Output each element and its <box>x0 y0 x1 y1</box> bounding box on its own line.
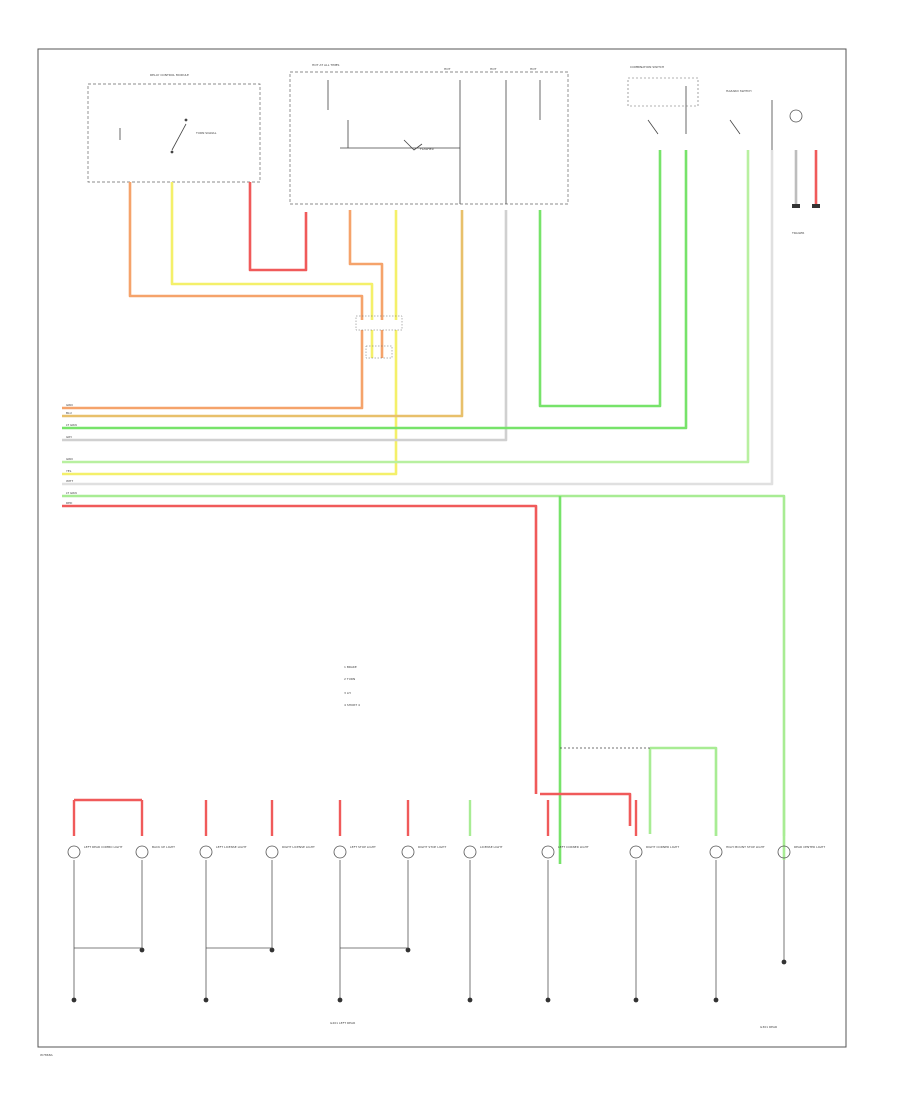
ground-icon <box>545 997 551 1003</box>
bus-label: YEL <box>66 469 72 473</box>
wire-red-1 <box>248 182 308 272</box>
wire-gray-1 <box>62 210 508 442</box>
wire-red-lamp-mid <box>540 792 632 826</box>
ground-icon <box>467 997 473 1003</box>
lamp-bulb-icon <box>541 845 555 859</box>
wire-green-3 <box>62 150 750 464</box>
lamp-column: LICENSE LIGHT <box>463 800 503 1003</box>
lamp-label: RIGHT STOP LIGHT <box>418 845 446 849</box>
svg-text:FLASHER: FLASHER <box>420 147 434 151</box>
lamp-bulb-icon <box>401 845 415 859</box>
fuse-block: HOT AT ALL TIMES FLASHER HOT HOT HOT <box>289 63 569 205</box>
lamp-column: LEFT STOP LIGHT <box>333 800 376 1003</box>
legend-item: 2 TURN <box>344 677 355 681</box>
svg-text:HOT: HOT <box>490 67 497 71</box>
bus-label: LT GRN <box>66 491 77 495</box>
wire-gray-2 <box>62 150 774 486</box>
lamp-column: RIGHT CORNER LIGHT <box>629 800 679 1003</box>
lamp-column: REAR CENTER LIGHT <box>777 800 825 965</box>
combo-switch-label: COMBINATION SWITCH <box>630 65 664 69</box>
wire-green-2 <box>62 150 688 430</box>
wire-yellow-2 <box>62 210 398 476</box>
wire-red-2 <box>62 504 538 794</box>
wire-orange-1 <box>62 182 364 410</box>
svg-text:HOT: HOT <box>530 67 537 71</box>
lamp-bulb-icon <box>777 845 791 859</box>
wire-yellow-1 <box>170 182 374 358</box>
ground-icon <box>71 997 77 1003</box>
lamp-label: LEFT CORNER LIGHT <box>558 845 589 849</box>
ground-label-right: G301 REAR <box>760 1025 777 1029</box>
lamp-column: RIGHT STOP LIGHT <box>401 800 446 953</box>
lamp-column: RIGHT LICENSE LIGHT <box>265 800 315 953</box>
relay-module-label: RELAY CONTROL MODULE <box>150 73 189 77</box>
trailer-label: TRAILER <box>791 231 804 235</box>
lamp-column: LEFT CORNER LIGHT <box>541 800 589 1003</box>
bus-labels: GRN BLU LT GRN GRY GRN YEL WHT LT GRN RE… <box>66 403 77 505</box>
hazard-switch-label: HAZARD SWITCH <box>726 89 752 93</box>
lamp-label: HIGH MOUNT STOP LIGHT <box>726 845 765 849</box>
lamp-group: LEFT REAR COMBO LIGHT BACK UP LIGHT LEFT L… <box>67 800 825 1003</box>
ground-icon <box>139 947 145 953</box>
svg-text:HOT: HOT <box>444 67 451 71</box>
lamp-label: RIGHT LICENSE LIGHT <box>282 845 315 849</box>
lamp-label: RIGHT CORNER LIGHT <box>646 845 679 849</box>
lamp-bulb-icon <box>67 845 81 859</box>
svg-text:TURN SIGNAL: TURN SIGNAL <box>195 131 217 135</box>
legend-item: 1 BRAKE <box>344 665 357 669</box>
lamp-column: BACK UP LIGHT <box>135 800 175 953</box>
ground-icon <box>633 997 639 1003</box>
lamp-label: LEFT REAR COMBO LIGHT <box>84 845 123 849</box>
legend-item: 3 LH <box>344 691 351 695</box>
lamp-bulb-icon <box>199 845 213 859</box>
lamp-label: LEFT STOP LIGHT <box>350 845 376 849</box>
lamp-symbol-icon <box>789 109 803 123</box>
bus-label: GRN <box>66 457 73 461</box>
lamp-bulb-icon <box>135 845 149 859</box>
bus-label: GRN <box>66 403 73 407</box>
diagram-frame <box>37 48 847 1048</box>
ground-icon <box>405 947 411 953</box>
ground-icon <box>713 997 719 1003</box>
bus-label: RED <box>66 501 73 505</box>
bus-label: GRY <box>66 435 72 439</box>
connector-bank <box>355 315 403 359</box>
legend-item: 4 SHORT 4 <box>344 703 360 707</box>
wire-green-4 <box>62 494 786 860</box>
wire-green-1 <box>538 150 662 408</box>
lamp-label: LEFT LICENSE LIGHT <box>216 845 247 849</box>
lamp-bulb-icon <box>333 845 347 859</box>
lamp-label: BACK UP LIGHT <box>152 845 175 849</box>
hazard-switch: HAZARD SWITCH <box>726 89 803 150</box>
ground-label-left: G201 LEFT REAR <box>330 1021 355 1025</box>
bus-label: LT GRN <box>66 423 77 427</box>
wire-tan-1 <box>62 210 464 418</box>
ground-icon <box>203 997 209 1003</box>
combination-switch: COMBINATION SWITCH <box>627 65 699 135</box>
ground-icon <box>269 947 275 953</box>
bus-label: WHT <box>66 479 73 483</box>
bus-label: BLU <box>66 411 72 415</box>
wire-orange-2 <box>348 210 384 358</box>
relay-control-module: RELAY CONTROL MODULE TURN SIGNAL <box>87 73 261 183</box>
lamp-label: LICENSE LIGHT <box>480 845 503 849</box>
ground-icon <box>781 959 787 965</box>
fuse-block-label: HOT AT ALL TIMES <box>312 63 340 67</box>
lamp-column: LEFT LICENSE LIGHT <box>199 800 247 1003</box>
lamp-column: LEFT REAR COMBO LIGHT <box>67 800 123 1003</box>
lamp-bulb-icon <box>629 845 643 859</box>
diagram-code: W7868A <box>40 1053 54 1057</box>
wire-green-lamp-right <box>650 746 718 836</box>
legend: 1 BRAKE 2 TURN 3 LH 4 SHORT 4 <box>344 665 360 707</box>
lamp-label: REAR CENTER LIGHT <box>794 845 825 849</box>
lamp-bulb-icon <box>265 845 279 859</box>
lamp-column: HIGH MOUNT STOP LIGHT <box>709 800 765 1003</box>
lamp-bulb-icon <box>463 845 477 859</box>
lamp-bulb-icon <box>709 845 723 859</box>
ground-icon <box>337 997 343 1003</box>
trailer-connector: TRAILER <box>791 150 820 235</box>
